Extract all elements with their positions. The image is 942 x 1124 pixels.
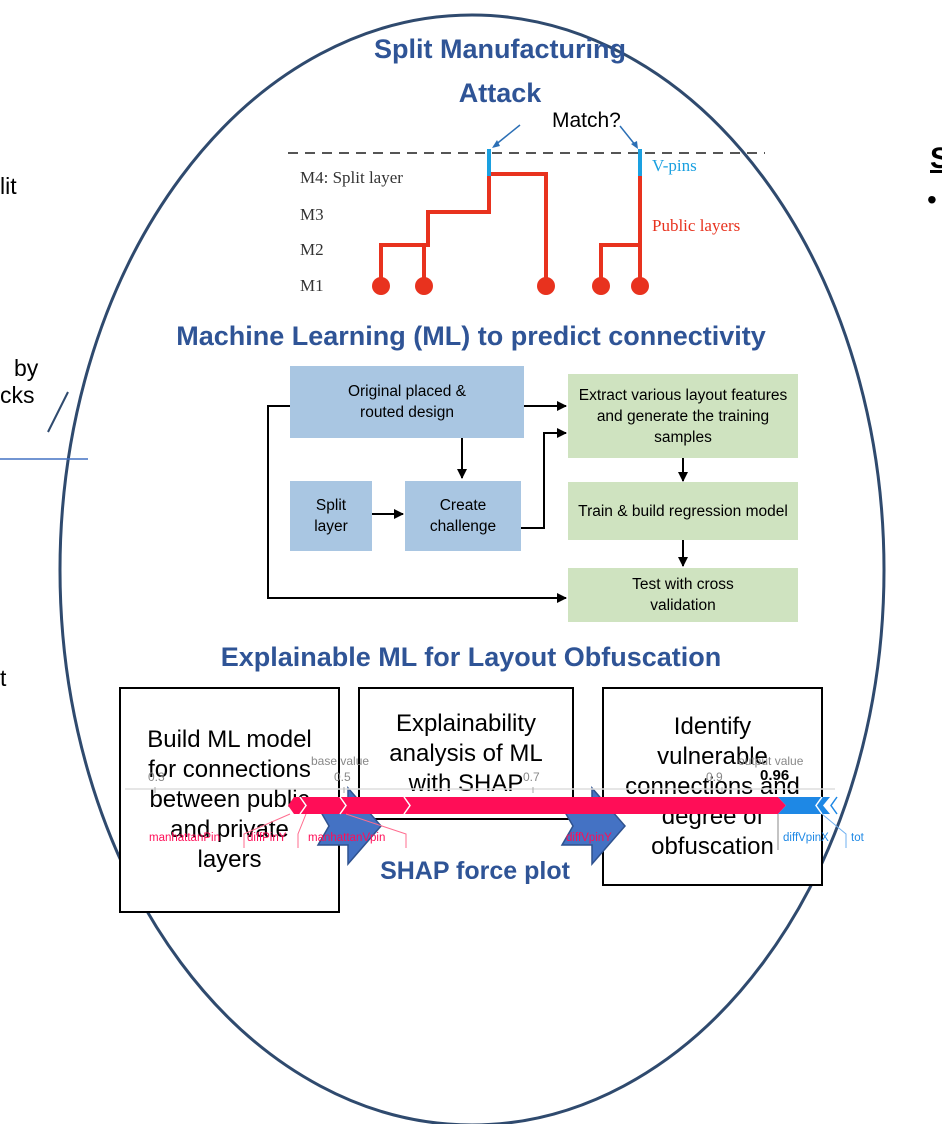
- match-pointer-left: [493, 124, 521, 147]
- layer-label-m3: M3: [300, 205, 324, 224]
- pin-dots: [372, 277, 649, 295]
- public-layers-label: Public layers: [652, 216, 741, 235]
- right-bullet-fragment: •: [927, 184, 937, 215]
- enclosing-ellipse: [58, 13, 886, 1124]
- shap-feature-tot: tot: [851, 832, 864, 844]
- section3-title: Explainable ML for Layout Obfuscation: [220, 642, 722, 672]
- left-slash-line: [47, 391, 69, 433]
- flow-box-original-design: Original placed & routed design: [290, 366, 524, 438]
- shap-tick-3: 0.7: [523, 770, 540, 784]
- left-text-fragment-1: lit: [0, 173, 17, 199]
- layer-label-m4: M4: Split layer: [300, 168, 403, 187]
- shap-output-value-label: output value: [738, 754, 804, 768]
- left-text-fragment-2: by: [14, 355, 39, 381]
- box-identify-vulnerable-text: Identify vulnerable connections and degr…: [625, 712, 800, 860]
- shap-tick-4: 0.9: [706, 770, 723, 784]
- shap-caption: SHAP force plot: [380, 857, 570, 885]
- flow-box-create-challenge: Create challenge: [405, 481, 521, 551]
- shap-output-value: 0.96: [760, 767, 790, 784]
- section1-title-line1: Split Manufacturing: [374, 34, 626, 64]
- box-identify-vulnerable: Identify vulnerable connections and degr…: [602, 687, 823, 886]
- flow-box-test-validation: Test with cross validation: [568, 568, 798, 622]
- shap-tick-2: 0.5: [334, 770, 351, 784]
- flow-box-train-model: Train & build regression model: [568, 482, 798, 540]
- right-net-wires: [599, 174, 642, 285]
- shap-feature-diffVpinX: diffVpinX: [783, 832, 829, 844]
- flow-box-challenge-text: Create challenge: [429, 497, 497, 535]
- section1-title-line2: Attack: [458, 78, 542, 108]
- flow-box-extract-features: Extract various layout features and gene…: [568, 374, 798, 458]
- flow-box-split-text: Split layer: [314, 497, 348, 535]
- shap-feature-manhattanVpin: manhattanVpin: [308, 832, 386, 844]
- flow-box-test-text: Test with cross validation: [632, 576, 734, 614]
- split-layer-diagram: [288, 124, 765, 295]
- shap-feature-diffVpinY: diffVpinY: [566, 832, 612, 844]
- left-text-fragment-4: t: [0, 665, 7, 691]
- shap-feature-diffPinY: diffPinY: [247, 832, 287, 844]
- match-label: Match?: [552, 109, 621, 132]
- layer-label-m2: M2: [300, 240, 324, 259]
- shap-tick-1: 0.3: [148, 770, 165, 784]
- box-build-ml-model-text: Build ML model for connections between p…: [147, 726, 312, 873]
- left-text-fragment-3: cks: [0, 382, 35, 408]
- ml-flow-arrows: [267, 401, 688, 603]
- box-explainability-text: Explainability analysis of ML with SHAP: [389, 709, 543, 797]
- right-heading-fragment: S: [930, 142, 942, 175]
- match-pointer-right: [619, 125, 637, 147]
- vpins-label: V-pins: [652, 156, 697, 175]
- layer-label-m1: M1: [300, 276, 324, 295]
- shap-negative-bar: [778, 797, 830, 814]
- flow-box-original-text: Original placed & routed design: [347, 383, 467, 421]
- flow-box-split-layer: Split layer: [290, 481, 372, 551]
- section2-title: Machine Learning (ML) to predict connect…: [176, 321, 766, 351]
- flow-box-extract-text: Extract various layout features and gene…: [578, 386, 788, 446]
- shap-feature-manhattanPin: manhattanPin: [149, 832, 220, 844]
- flow-box-train-text: Train & build regression model: [578, 502, 788, 520]
- shap-base-value-label: base value: [311, 754, 370, 768]
- shap-positive-bar: [288, 797, 786, 814]
